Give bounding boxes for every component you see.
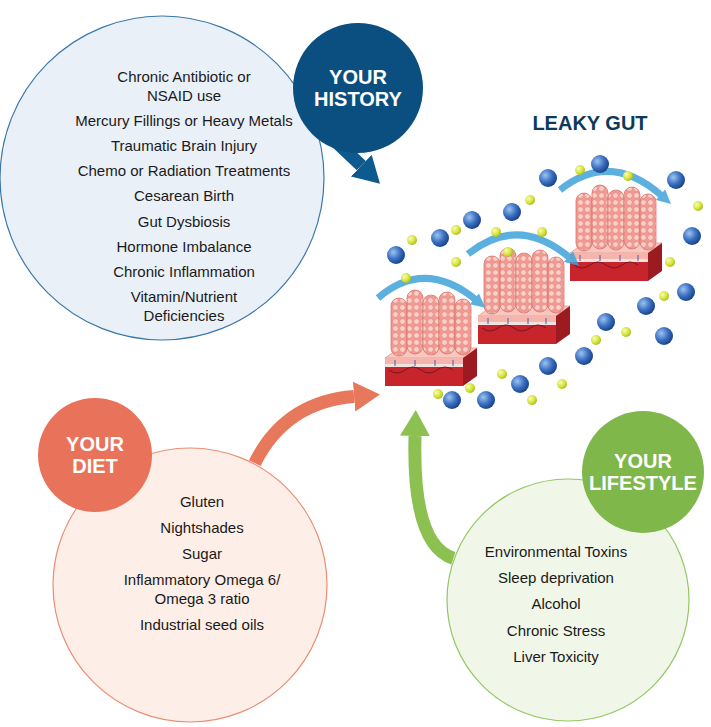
yellow-molecule: [407, 235, 417, 245]
list-item: Chemo or Radiation Treatments: [78, 161, 291, 180]
blue-molecule: [443, 391, 461, 409]
villi-block: [570, 185, 662, 281]
list-item: Chronic Stress: [507, 621, 605, 640]
yellow-molecule: [491, 227, 501, 237]
list-item: Sugar: [182, 544, 222, 563]
list-item: Liver Toxicity: [513, 647, 599, 666]
blue-molecule: [511, 375, 529, 393]
circle-outline: [293, 23, 423, 153]
yellow-molecule: [527, 395, 537, 405]
curved-arrow: [415, 436, 454, 558]
blue-molecule: [477, 391, 495, 409]
circle-outline: [0, 16, 324, 340]
list-item: Vitamin/Nutrient Deficiencies: [109, 287, 259, 325]
blue-molecule: [539, 169, 557, 187]
text-column: YOUR LIFESTYLE: [581, 450, 705, 494]
yellow-molecule: [451, 257, 461, 267]
yellow-molecule: [623, 171, 633, 181]
list-item: Industrial seed oils: [140, 615, 264, 634]
yellow-molecule: [557, 379, 567, 389]
header-circle: YOUR DIET: [37, 397, 153, 513]
yellow-molecule: [503, 247, 513, 257]
list-item: Gluten: [180, 492, 224, 511]
villi-block: [478, 248, 570, 344]
villi-block: [385, 290, 477, 386]
text-column: GlutenNightshadesSugarInflammatory Omega…: [64, 492, 340, 634]
list-item: Hormone Imbalance: [116, 237, 251, 256]
blue-molecule: [637, 297, 655, 315]
blue-molecule: [387, 246, 405, 264]
text-column: YOUR HISTORY: [292, 66, 424, 110]
yellow-molecule: [465, 383, 475, 393]
circle-outline: [53, 448, 327, 722]
yellow-molecule: [659, 291, 669, 301]
yellow-molecule: [401, 273, 411, 283]
list-item: Mercury Fillings or Heavy Metals: [75, 111, 293, 130]
blue-molecule: [591, 155, 609, 173]
circle-outline: [38, 398, 152, 512]
blue-molecule: [677, 283, 695, 301]
header-label: YOUR HISTORY: [303, 66, 413, 110]
header-circle: YOUR HISTORY: [292, 22, 424, 154]
blue-molecule: [503, 203, 521, 221]
blue-molecule: [463, 211, 481, 229]
blue-molecule: [683, 227, 701, 245]
curved-arrow: [255, 397, 354, 464]
yellow-molecules: [401, 165, 703, 405]
yellow-molecule: [537, 227, 547, 237]
header-label: YOUR DIET: [55, 433, 135, 477]
list-item: Alcohol: [531, 594, 580, 613]
flow-arrow: [560, 171, 662, 196]
category-circle: Chronic Antibiotic or NSAID useMercury F…: [0, 15, 325, 341]
list-item: Chronic Antibiotic or NSAID use: [115, 67, 253, 105]
header-circle: YOUR LIFESTYLE: [581, 410, 705, 534]
yellow-molecule: [665, 257, 675, 267]
yellow-molecule: [575, 165, 585, 175]
list-item: Traumatic Brain Injury: [111, 136, 257, 155]
list-item: Inflammatory Omega 6/ Omega 3 ratio: [117, 570, 287, 608]
yellow-molecule: [621, 327, 631, 337]
header-label: YOUR LIFESTYLE: [587, 450, 699, 494]
yellow-molecule: [525, 195, 535, 205]
blue-molecule: [597, 313, 615, 331]
yellow-molecule: [451, 225, 461, 235]
yellow-molecule: [693, 201, 703, 211]
list-item: Chronic Inflammation: [113, 262, 255, 281]
blue-molecule: [539, 357, 557, 375]
flow-arrow: [468, 235, 570, 258]
blue-molecule: [431, 229, 449, 247]
circle-outline: [447, 479, 689, 721]
list-item: Cesarean Birth: [134, 186, 234, 205]
list-item: Gut Dysbiosis: [138, 212, 231, 231]
list-item: Sleep deprivation: [498, 568, 614, 587]
yellow-molecule: [497, 369, 507, 379]
text-column: Environmental ToxinsSleep deprivationAlc…: [434, 542, 678, 665]
blue-molecule: [667, 171, 685, 189]
list-item: Environmental Toxins: [485, 542, 627, 561]
yellow-molecule: [591, 335, 601, 345]
illustration-region: LEAKY GUT: [380, 100, 705, 410]
blue-molecules: [387, 155, 701, 409]
blue-molecule: [655, 327, 673, 345]
text-column: YOUR DIET: [37, 433, 153, 477]
blue-molecule: [575, 347, 593, 365]
diagram-heading: LEAKY GUT: [510, 112, 670, 135]
yellow-molecule: [433, 389, 443, 399]
flow-arrow: [378, 278, 476, 300]
list-item: Nightshades: [160, 518, 243, 537]
circle-outline: [582, 411, 704, 533]
